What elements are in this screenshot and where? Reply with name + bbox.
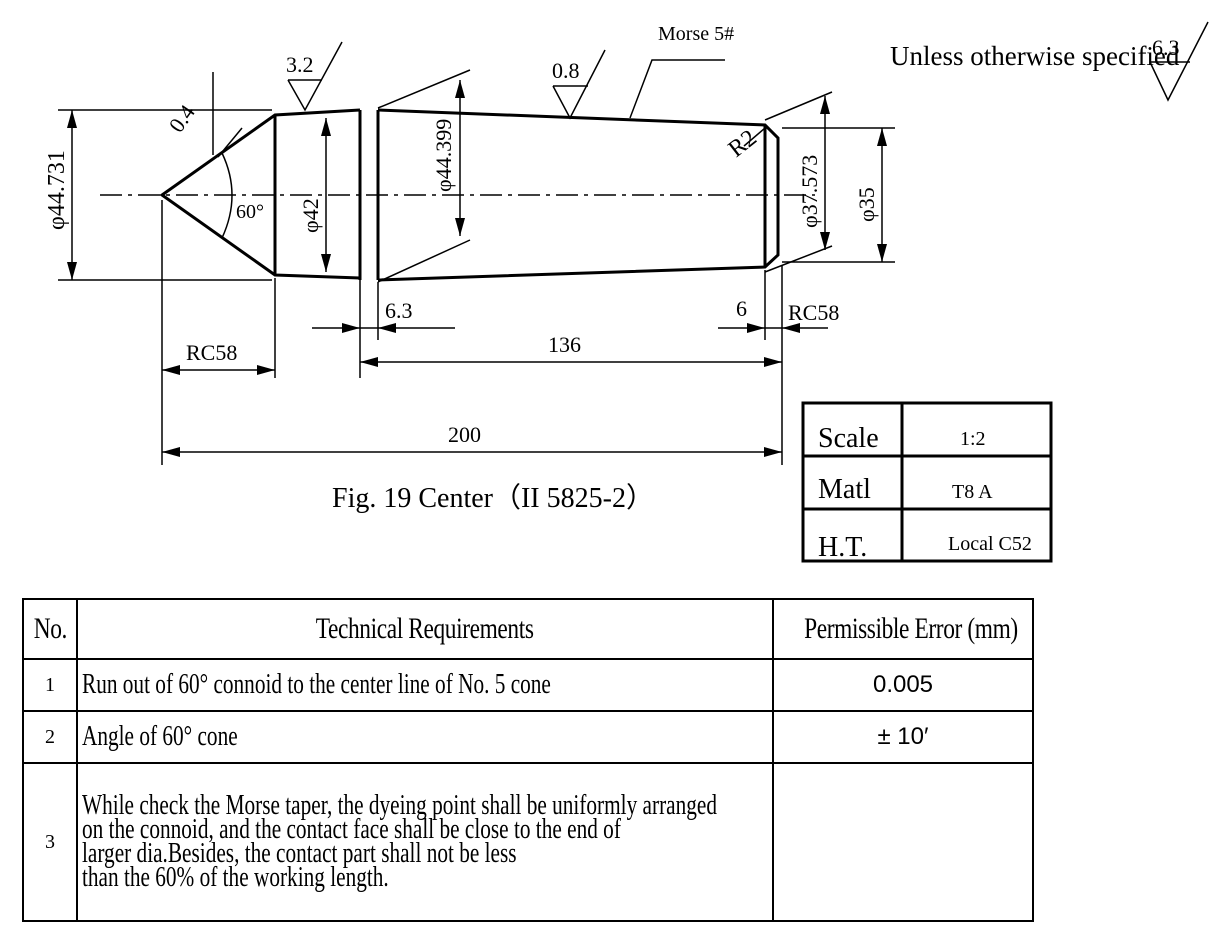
roughness-cone-label: 0.4 [164, 100, 200, 137]
dim-dia-cone [58, 109, 272, 281]
title-scale-label: Scale [818, 423, 879, 454]
title-block [801, 401, 1053, 563]
hardness-right-label: RC58 [788, 300, 839, 325]
header-error: Permissible Error (mm) [772, 598, 1034, 660]
row-error: 0.005 [772, 658, 1034, 712]
dim-shoulder-label: 6.3 [385, 298, 413, 323]
row-requirement: Angle of 60° cone [76, 710, 774, 764]
technical-requirements-table: No. Technical Requirements Permissible E… [22, 598, 1034, 922]
dim-angle-label: 60° [236, 201, 264, 223]
dim-dia-taper-small-label: φ37.573 [797, 155, 822, 228]
row-error [772, 762, 1034, 922]
dim-total-length-label: 200 [448, 422, 481, 447]
requirement-line: larger dia.Besides, the contact part sha… [82, 838, 517, 869]
dim-dia-end-label: φ35 [854, 187, 879, 222]
row-error: ± 10′ [772, 710, 1034, 764]
dim-dia-taper-large-label: φ44.399 [431, 119, 456, 192]
title-ht-label: H.T. [818, 532, 867, 563]
general-note: Unless otherwise specified [890, 41, 1180, 71]
dim-dia-shank-label: φ42 [298, 198, 323, 233]
dim-taper-length-label: 136 [548, 332, 581, 357]
table-row: 2 Angle of 60° cone ± 10′ [22, 710, 1034, 764]
figure-caption: Fig. 19 Center（II 5825-2） [332, 482, 654, 514]
roughness-shank-symbol [287, 41, 343, 112]
roughness-taper-symbol [552, 49, 606, 120]
roughness-cone-symbol [212, 72, 243, 158]
general-roughness-label: 6.3 [1152, 35, 1180, 60]
hardness-left-label: RC58 [186, 340, 237, 365]
general-roughness-symbol [1149, 21, 1209, 102]
title-matl-value: T8 A [952, 481, 993, 503]
center-drawing: φ44.731 φ42 60° φ44.399 φ37.573 φ35 R2 6… [44, 21, 1209, 563]
dim-radius-label: R2 [724, 125, 762, 163]
roughness-shank-label: 3.2 [286, 52, 314, 77]
requirement-line: than the 60% of the working length. [82, 862, 389, 893]
row-requirement: Run out of 60° connoid to the center lin… [76, 658, 774, 712]
dim-dia-cone-label: φ44.731 [44, 150, 70, 230]
title-ht-value: Local C52 [948, 533, 1032, 555]
requirement-line: While check the Morse taper, the dyeing … [82, 790, 717, 821]
taper-leader [629, 59, 725, 119]
table-header-row: No. Technical Requirements Permissible E… [22, 598, 1034, 660]
title-scale-value: 1:2 [960, 428, 986, 450]
requirement-line: on the connoid, and the contact face sha… [82, 814, 621, 845]
dim-end-label: 6 [736, 296, 747, 321]
table-row: 3 While check the Morse taper, the dyein… [22, 762, 1034, 922]
table-row: 1 Run out of 60° connoid to the center l… [22, 658, 1034, 712]
row-number: 1 [22, 658, 78, 712]
taper-label: Morse 5# [658, 23, 734, 45]
roughness-taper-label: 0.8 [552, 58, 580, 83]
row-number: 2 [22, 710, 78, 764]
row-requirement: While check the Morse taper, the dyeing … [76, 762, 774, 922]
row-number: 3 [22, 762, 78, 922]
title-matl-label: Matl [818, 474, 871, 505]
header-no: No. [22, 598, 78, 660]
header-requirements: Technical Requirements [76, 598, 774, 660]
angle-arc [221, 152, 233, 239]
part-outline [159, 108, 780, 282]
